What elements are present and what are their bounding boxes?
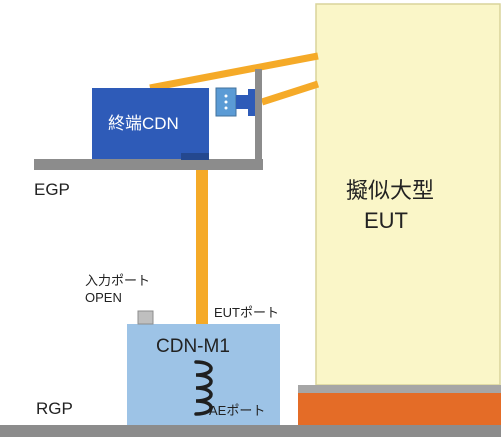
coil-icon xyxy=(194,360,213,416)
terminal-cdn-foot xyxy=(181,153,209,160)
rgp-plane xyxy=(0,425,501,437)
connector-pin xyxy=(224,94,228,98)
input-port-label-line1: 入力ポート xyxy=(85,273,151,288)
terminal-cdn-box xyxy=(92,88,209,159)
eut-label-line2: EUT xyxy=(364,208,408,233)
eut-base-platform xyxy=(298,385,501,393)
eut-body xyxy=(315,3,501,386)
cable-vertical xyxy=(196,170,208,324)
input-port-connector xyxy=(137,310,154,325)
eut-base-block xyxy=(298,393,501,427)
cable-lower xyxy=(260,80,320,106)
eut-label-line1: 擬似大型 xyxy=(346,178,435,203)
terminal-cdn-label: 終端CDN xyxy=(108,114,179,133)
input-port-label-line2: OPEN xyxy=(85,290,122,305)
egp-bracket-vertical xyxy=(255,69,262,161)
connector-pin xyxy=(224,106,228,110)
ae-port-label: AEポート xyxy=(209,403,266,418)
cable-upper xyxy=(149,52,319,92)
connector-body xyxy=(236,95,250,109)
connector-flange xyxy=(248,89,255,116)
rgp-label: RGP xyxy=(36,399,73,418)
cdn-m1-label: CDN-M1 xyxy=(156,336,230,357)
connector-pin xyxy=(224,100,228,104)
egp-label: EGP xyxy=(34,180,70,199)
egp-plane xyxy=(34,159,263,170)
eut-port-label: EUTポート xyxy=(214,305,280,320)
